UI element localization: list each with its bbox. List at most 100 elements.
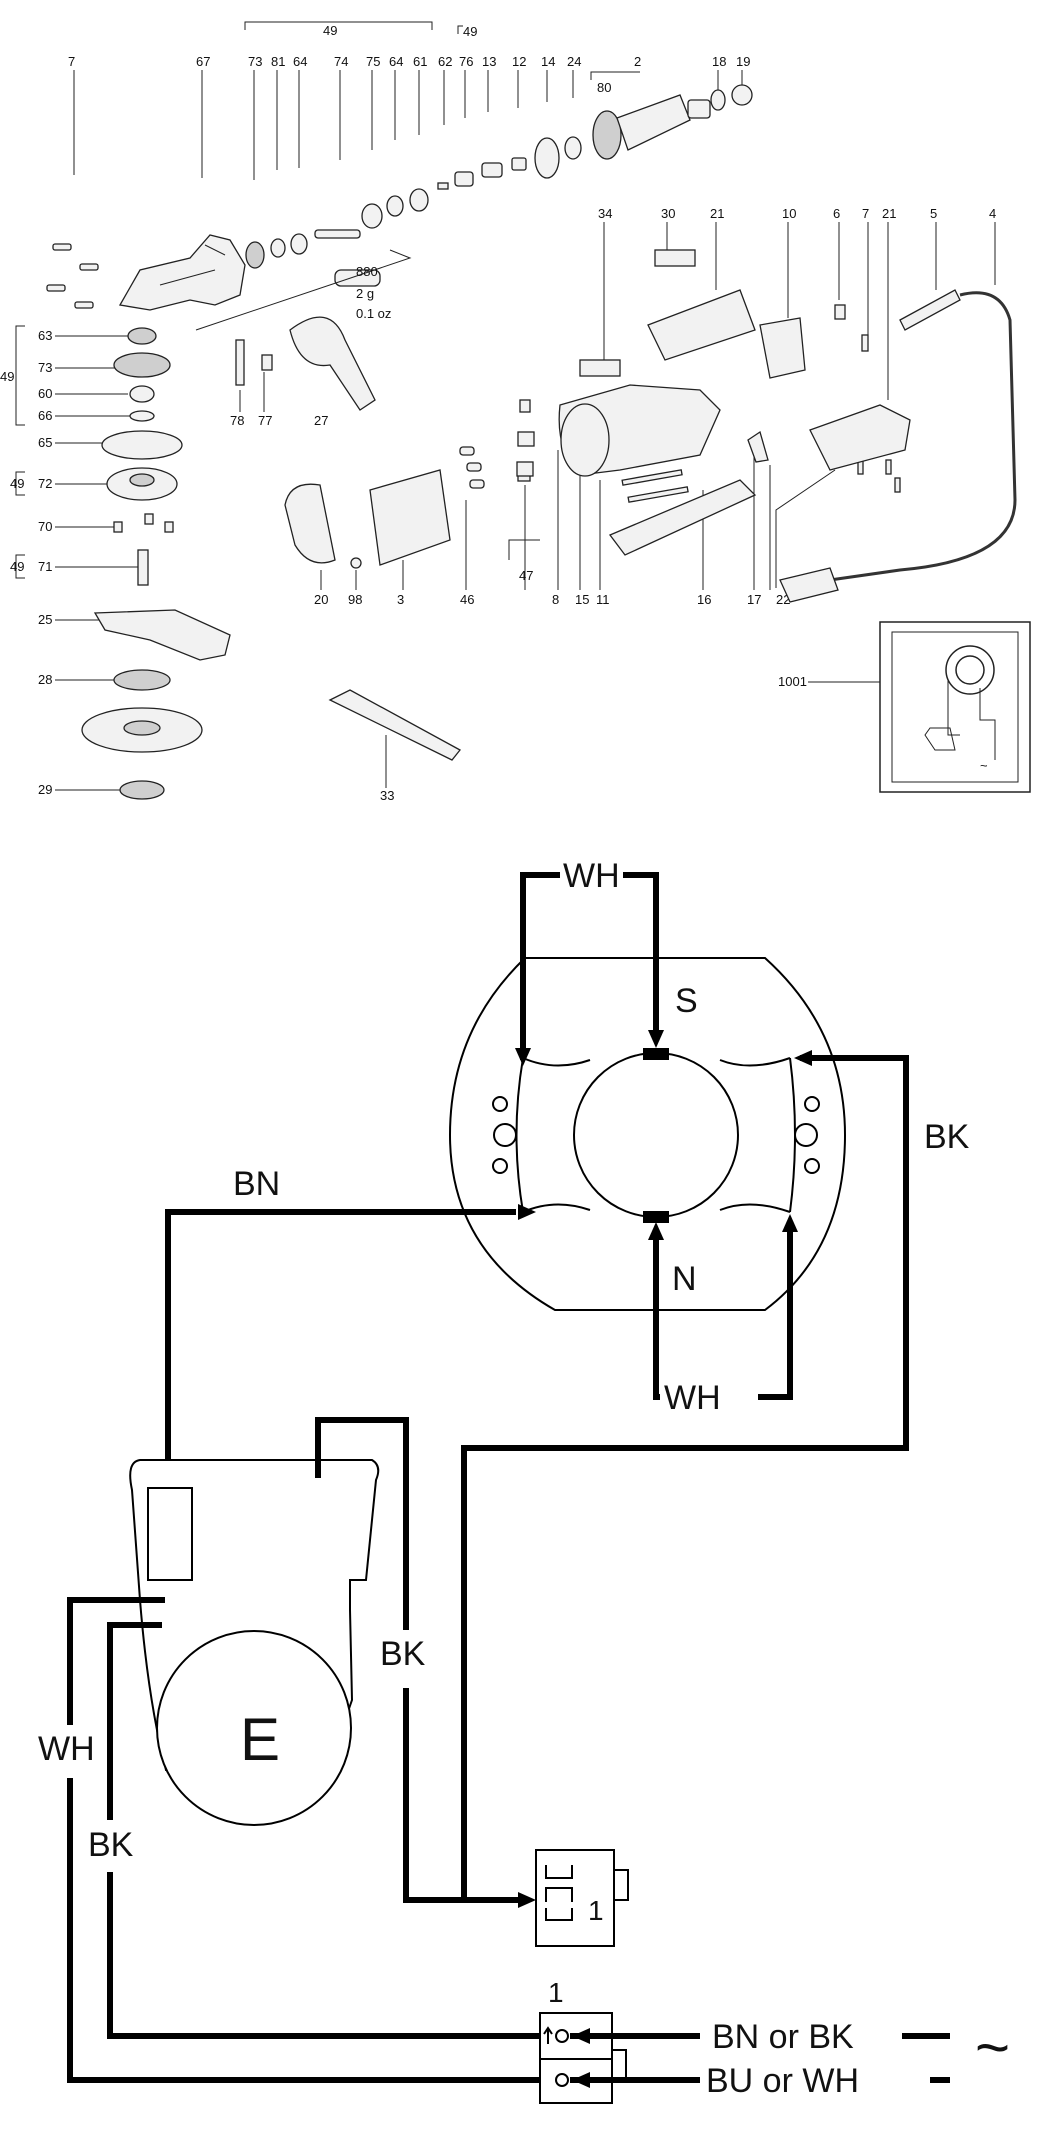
plug [779, 567, 839, 603]
pn-16: 16 [697, 592, 711, 607]
pn-13: 13 [482, 54, 496, 69]
pn-21b: 21 [882, 206, 896, 221]
pn-10: 10 [782, 206, 796, 221]
ac-symbol: ~ [975, 2014, 1010, 2081]
pn-5: 5 [930, 206, 937, 221]
stator-holes [492, 1096, 820, 1174]
wire-module-bk [315, 1417, 520, 1903]
pn-19: 19 [736, 54, 750, 69]
pn-27: 27 [314, 413, 328, 428]
brush-holders-46 [459, 446, 485, 489]
wire-left-wh [67, 1597, 540, 2083]
pole-label-n: N [672, 1260, 697, 1298]
wire-label-left-bn: BN [233, 1165, 280, 1203]
wire-top-wh [520, 872, 659, 1060]
pn-46: 46 [460, 592, 474, 607]
pn-60: 60 [38, 386, 52, 401]
module-capacitor [156, 1630, 352, 1826]
wiring-diagram: S N WH BK BN WH E BK WH BK [38, 857, 1010, 2104]
pole-slot-right-top [719, 1057, 791, 1067]
pn-65: 65 [38, 435, 52, 450]
pn-77: 77 [258, 413, 272, 428]
pn-98: 98 [348, 592, 362, 607]
leaders-top [73, 70, 743, 180]
pn-74: 74 [334, 54, 348, 69]
pn-17: 17 [747, 592, 761, 607]
pn-25: 25 [38, 612, 52, 627]
wrench-33 [328, 689, 461, 761]
screw-7b [861, 334, 869, 352]
wire-label-left-wh: WH [38, 1730, 95, 1768]
wire-label-left-bk: BK [88, 1826, 134, 1864]
pn-20: 20 [314, 592, 328, 607]
wire-label-right-bk: BK [924, 1118, 970, 1156]
pn-64a: 64 [293, 54, 307, 69]
pn-73-left: 73 [38, 360, 52, 375]
bracket-49-left [15, 325, 25, 426]
cable-4 [829, 291, 1017, 582]
pn-880: 880 [356, 264, 378, 279]
inset-tilde: ~ [980, 758, 988, 773]
wire-right-bk [461, 1055, 909, 1900]
wire-label-top-wh: WH [563, 857, 620, 895]
pn-75: 75 [366, 54, 380, 69]
part-17 [747, 430, 769, 463]
pn-3: 3 [397, 592, 404, 607]
pn-49-b: 49 [463, 24, 477, 39]
switch-1: 1 [535, 1849, 629, 1947]
pole-label-s: S [675, 982, 698, 1020]
pn-49-top: 49 [323, 23, 337, 38]
pn-78: 78 [230, 413, 244, 428]
pn-63: 63 [38, 328, 52, 343]
pn-49-l1: 49 [0, 369, 14, 384]
cover-20 [284, 483, 336, 564]
spindle-stack [101, 327, 183, 586]
pn-30: 30 [661, 206, 675, 221]
cover-16 [608, 479, 757, 556]
pn-70: 70 [38, 519, 52, 534]
bracket-49-top [244, 21, 433, 30]
pn-2: 2 [634, 54, 641, 69]
pole-terminal-n [643, 1211, 669, 1223]
pole-terminal-s [643, 1048, 669, 1060]
pn-01oz: 0.1 oz [356, 306, 391, 321]
pn-24: 24 [567, 54, 581, 69]
mains-label-bottom: BU or WH [706, 2062, 859, 2100]
grease-880: 880 2 g 0.1 oz [195, 249, 412, 331]
module-component [147, 1487, 193, 1581]
brush-parts-8 [516, 399, 535, 477]
wire-bottom-wh [653, 1222, 793, 1400]
handle-21b [809, 404, 911, 471]
ring-98 [350, 557, 362, 569]
pn-73: 73 [248, 54, 262, 69]
handle-27 [289, 316, 376, 411]
armature-2 [592, 84, 753, 160]
pn-80: 80 [597, 80, 611, 95]
rotor-bore [573, 1052, 739, 1218]
pn-72: 72 [38, 476, 52, 491]
pole-slot-left-top [522, 1057, 591, 1067]
pn-21a: 21 [710, 206, 724, 221]
gear-train [245, 136, 582, 269]
exploded-view: 7 67 49 73 81 64 74 75 64 61 62 49 76 13… [0, 21, 1031, 803]
pn-2g: 2 g [356, 286, 374, 301]
pn-64b: 64 [389, 54, 403, 69]
pn-18: 18 [712, 54, 726, 69]
pn-62: 62 [438, 54, 452, 69]
pn-29: 29 [38, 782, 52, 797]
pn-61: 61 [413, 54, 427, 69]
bracket-49-72 [15, 471, 25, 496]
guard-25 [93, 609, 231, 661]
wire-label-module-bk: BK [380, 1635, 426, 1673]
cover-21a [647, 289, 756, 361]
cable-guard-5 [899, 289, 961, 331]
pn-1001: 1001 [778, 674, 807, 689]
gear-housing-67 [118, 234, 246, 311]
pn-15: 15 [575, 592, 589, 607]
pn-67: 67 [196, 54, 210, 69]
pn-49-l2: 49 [10, 476, 24, 491]
pn-14: 14 [541, 54, 555, 69]
pn-12: 12 [512, 54, 526, 69]
pn-81: 81 [271, 54, 285, 69]
